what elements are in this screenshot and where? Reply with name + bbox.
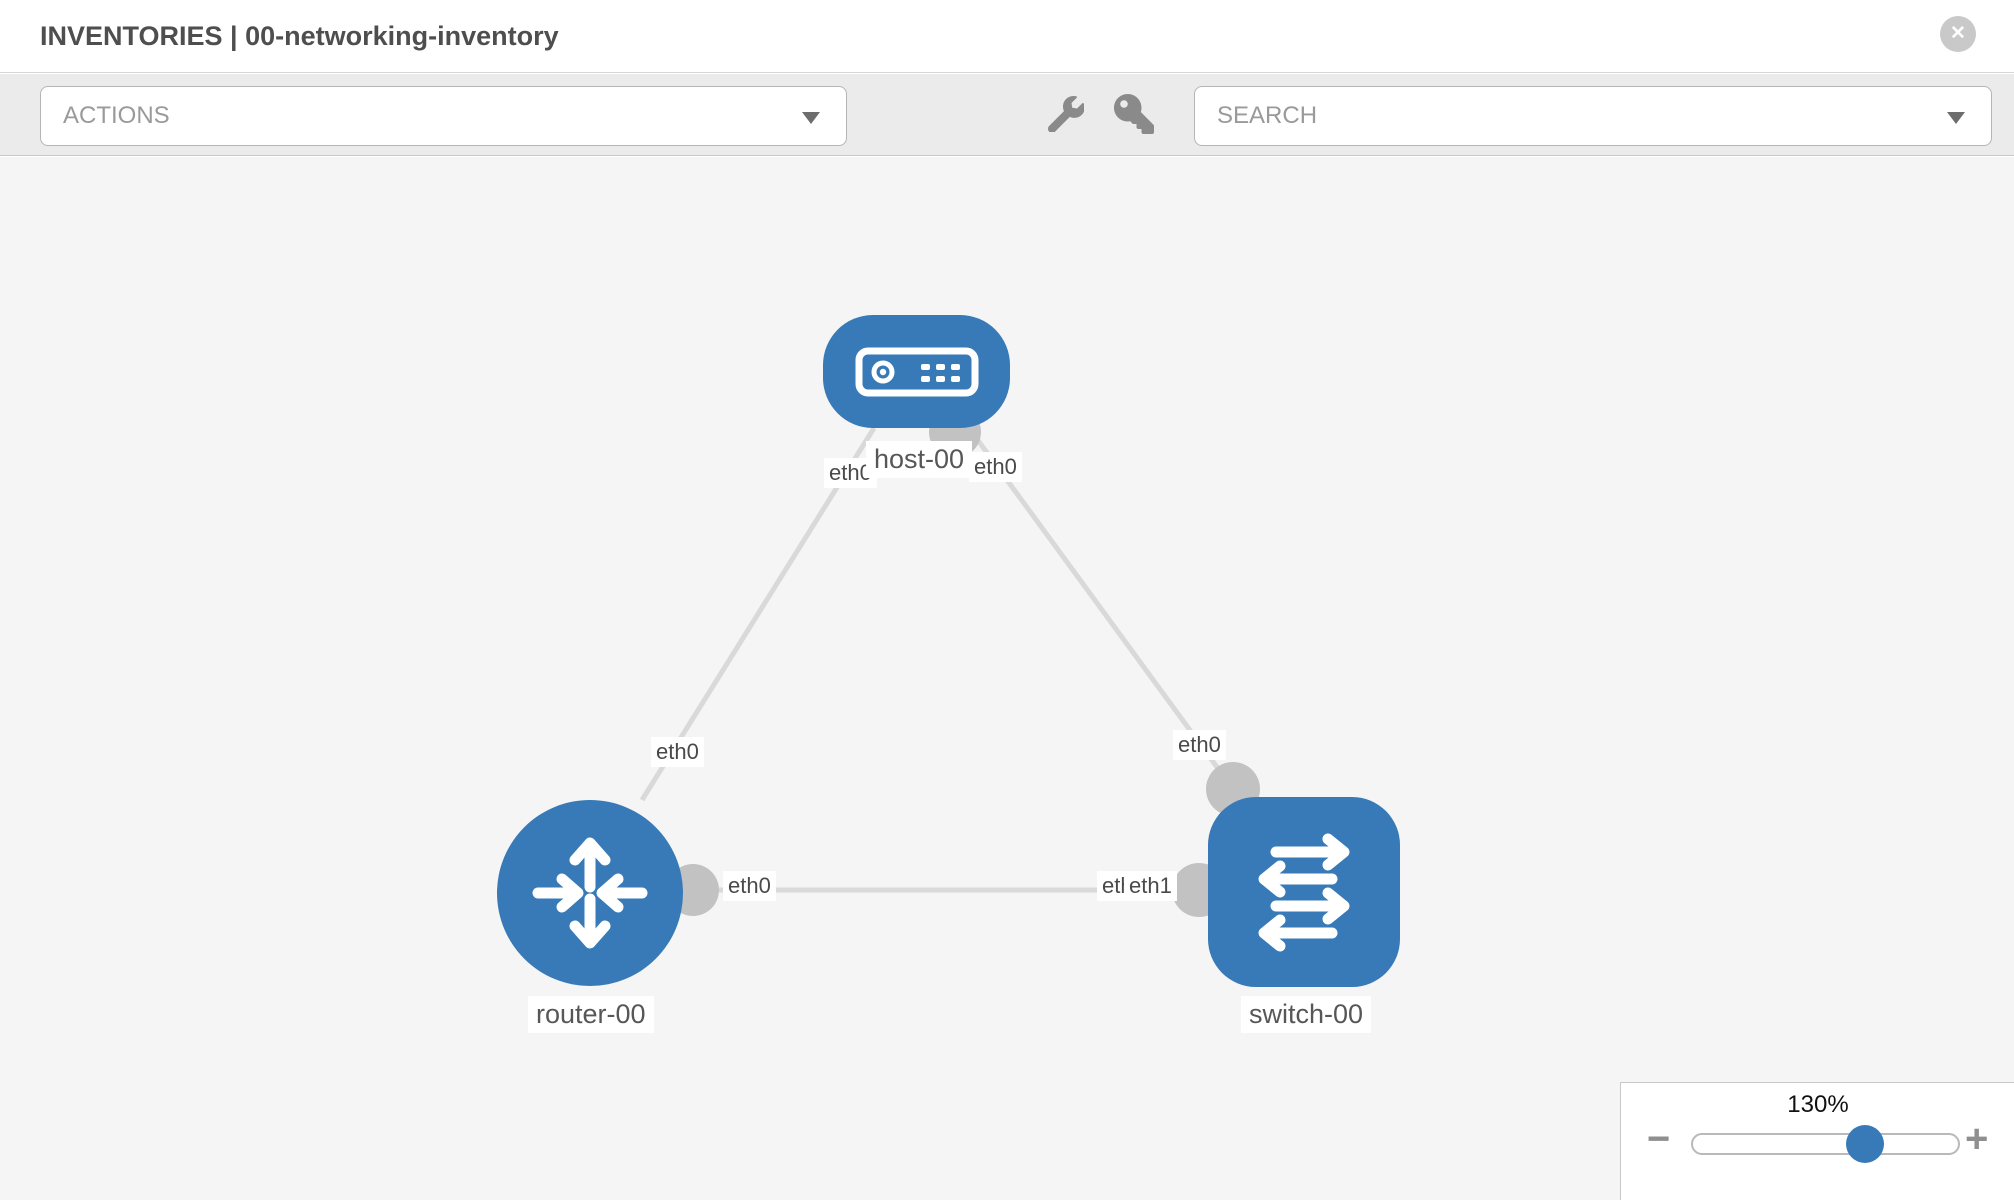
switch-icon (1258, 833, 1350, 952)
topology-canvas[interactable] (0, 157, 2014, 1200)
zoom-slider-track[interactable] (1691, 1133, 1960, 1155)
if-label-router-top: eth0 (651, 737, 704, 767)
zoom-slider-thumb[interactable] (1846, 1125, 1884, 1163)
if-label-switch-top: eth0 (1173, 730, 1226, 760)
zoom-out-button[interactable]: − (1647, 1117, 1671, 1161)
chevron-down-icon (1947, 112, 1965, 124)
page-title: INVENTORIES | 00-networking-inventory (40, 21, 559, 51)
zoom-control-panel: 130% − + (1620, 1082, 2014, 1200)
node-host-00[interactable] (823, 315, 1010, 428)
header: INVENTORIES | 00-networking-inventory ✕ (0, 0, 2014, 73)
zoom-level-value: 130% (1787, 1091, 1849, 1118)
chevron-down-icon (802, 112, 820, 124)
if-label-switch-left: eth1 (1124, 871, 1177, 901)
if-label-host-right: eth0 (969, 452, 1022, 482)
wrench-icon[interactable] (1047, 95, 1085, 137)
actions-dropdown[interactable]: ACTIONS (40, 86, 847, 146)
router-icon (532, 837, 648, 949)
node-label-switch: switch-00 (1241, 996, 1372, 1033)
close-icon[interactable]: ✕ (1940, 16, 1976, 52)
node-router-00[interactable] (497, 800, 683, 986)
node-label-host: host-00 (866, 441, 973, 478)
toolbar: ACTIONS SEARCH (0, 74, 2014, 156)
if-label-switch-left-under: eth1 (1097, 871, 1124, 901)
zoom-in-button[interactable]: + (1965, 1117, 1989, 1161)
search-dropdown-label: SEARCH (1217, 102, 1318, 129)
actions-dropdown-label: ACTIONS (63, 102, 170, 129)
node-switch-00[interactable] (1208, 797, 1400, 987)
host-icon (855, 347, 978, 396)
search-dropdown[interactable]: SEARCH (1194, 86, 1992, 146)
if-label-router-right: eth0 (723, 871, 776, 901)
key-icon[interactable] (1114, 94, 1154, 139)
node-label-router: router-00 (528, 996, 654, 1033)
